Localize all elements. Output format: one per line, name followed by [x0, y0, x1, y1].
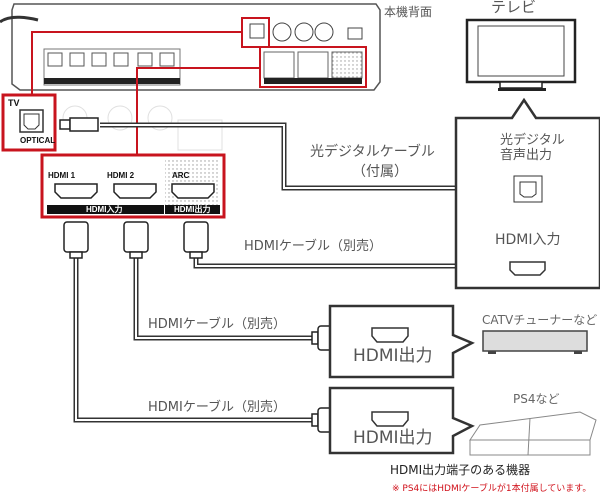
optical-label: OPTICAL — [20, 136, 56, 145]
catv-tuner-icon — [482, 330, 588, 354]
arc-label: ARC — [172, 171, 190, 180]
tv-optical-out-label-1: 光デジタル — [500, 133, 565, 148]
tv-optical-port-icon — [513, 175, 543, 203]
hdmi-cable-label-catv: HDMIケーブル（別売） — [148, 317, 287, 332]
leader-line-optical — [31, 31, 242, 95]
hdmi-cables — [73, 258, 462, 423]
hdmi-out-bar: HDMI出力 — [174, 205, 211, 214]
hdmi-cable-label-tv: HDMIケーブル（別売） — [244, 239, 383, 254]
tv-optical-out-label-2: 音声出力 — [500, 148, 553, 163]
hdmi1-label: HDMI 1 — [48, 171, 76, 180]
ps4-footnote: ※ PS4にはHDMIケーブルが1本付属しています。 — [392, 484, 592, 494]
tv-hdmi-port-icon — [509, 261, 546, 276]
tv-hdmi-in-label: HDMI入力 — [495, 232, 561, 248]
ps4-hdmi-port-icon — [371, 411, 409, 427]
tv-icon — [465, 18, 577, 91]
hdmi2-label: HDMI 2 — [107, 171, 135, 180]
unit-rear-label: 本機背面 — [384, 5, 433, 19]
hdmi-cable-label-ps4: HDMIケーブル（別売） — [148, 400, 287, 415]
catv-hdmi-out-label: HDMI出力 — [353, 346, 433, 366]
tv-label: テレビ — [491, 0, 537, 16]
hdmi-in-bar: HDMI入力 — [86, 205, 123, 214]
ps4-icon — [469, 411, 597, 456]
catv-hdmi-port-icon — [371, 327, 409, 343]
hdmi-port-icons — [54, 183, 215, 199]
optical-cable-label: 光デジタルケーブル — [310, 144, 435, 160]
ps4-device-label: PS4など — [513, 392, 560, 406]
catv-device-label: CATVチューナーなど — [482, 313, 598, 327]
unit-rear-panel — [0, 3, 381, 91]
tv-tag: TV — [8, 98, 20, 108]
sources-caption: HDMI出力端子のある機器 — [390, 463, 531, 477]
optical-cable-note: （付属） — [352, 164, 408, 180]
ps4-hdmi-out-label: HDMI出力 — [353, 428, 433, 448]
